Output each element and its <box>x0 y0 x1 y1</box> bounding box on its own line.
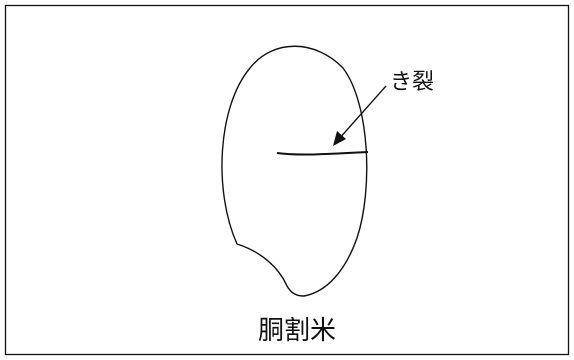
figure-caption: 胴割米 <box>258 316 337 346</box>
figure-border <box>4 4 570 356</box>
crack-label: き裂 <box>390 70 435 95</box>
arrow-head-icon <box>333 131 346 146</box>
leader-line <box>337 85 387 141</box>
rice-grain-outline <box>221 45 368 297</box>
crack-line <box>276 151 369 156</box>
